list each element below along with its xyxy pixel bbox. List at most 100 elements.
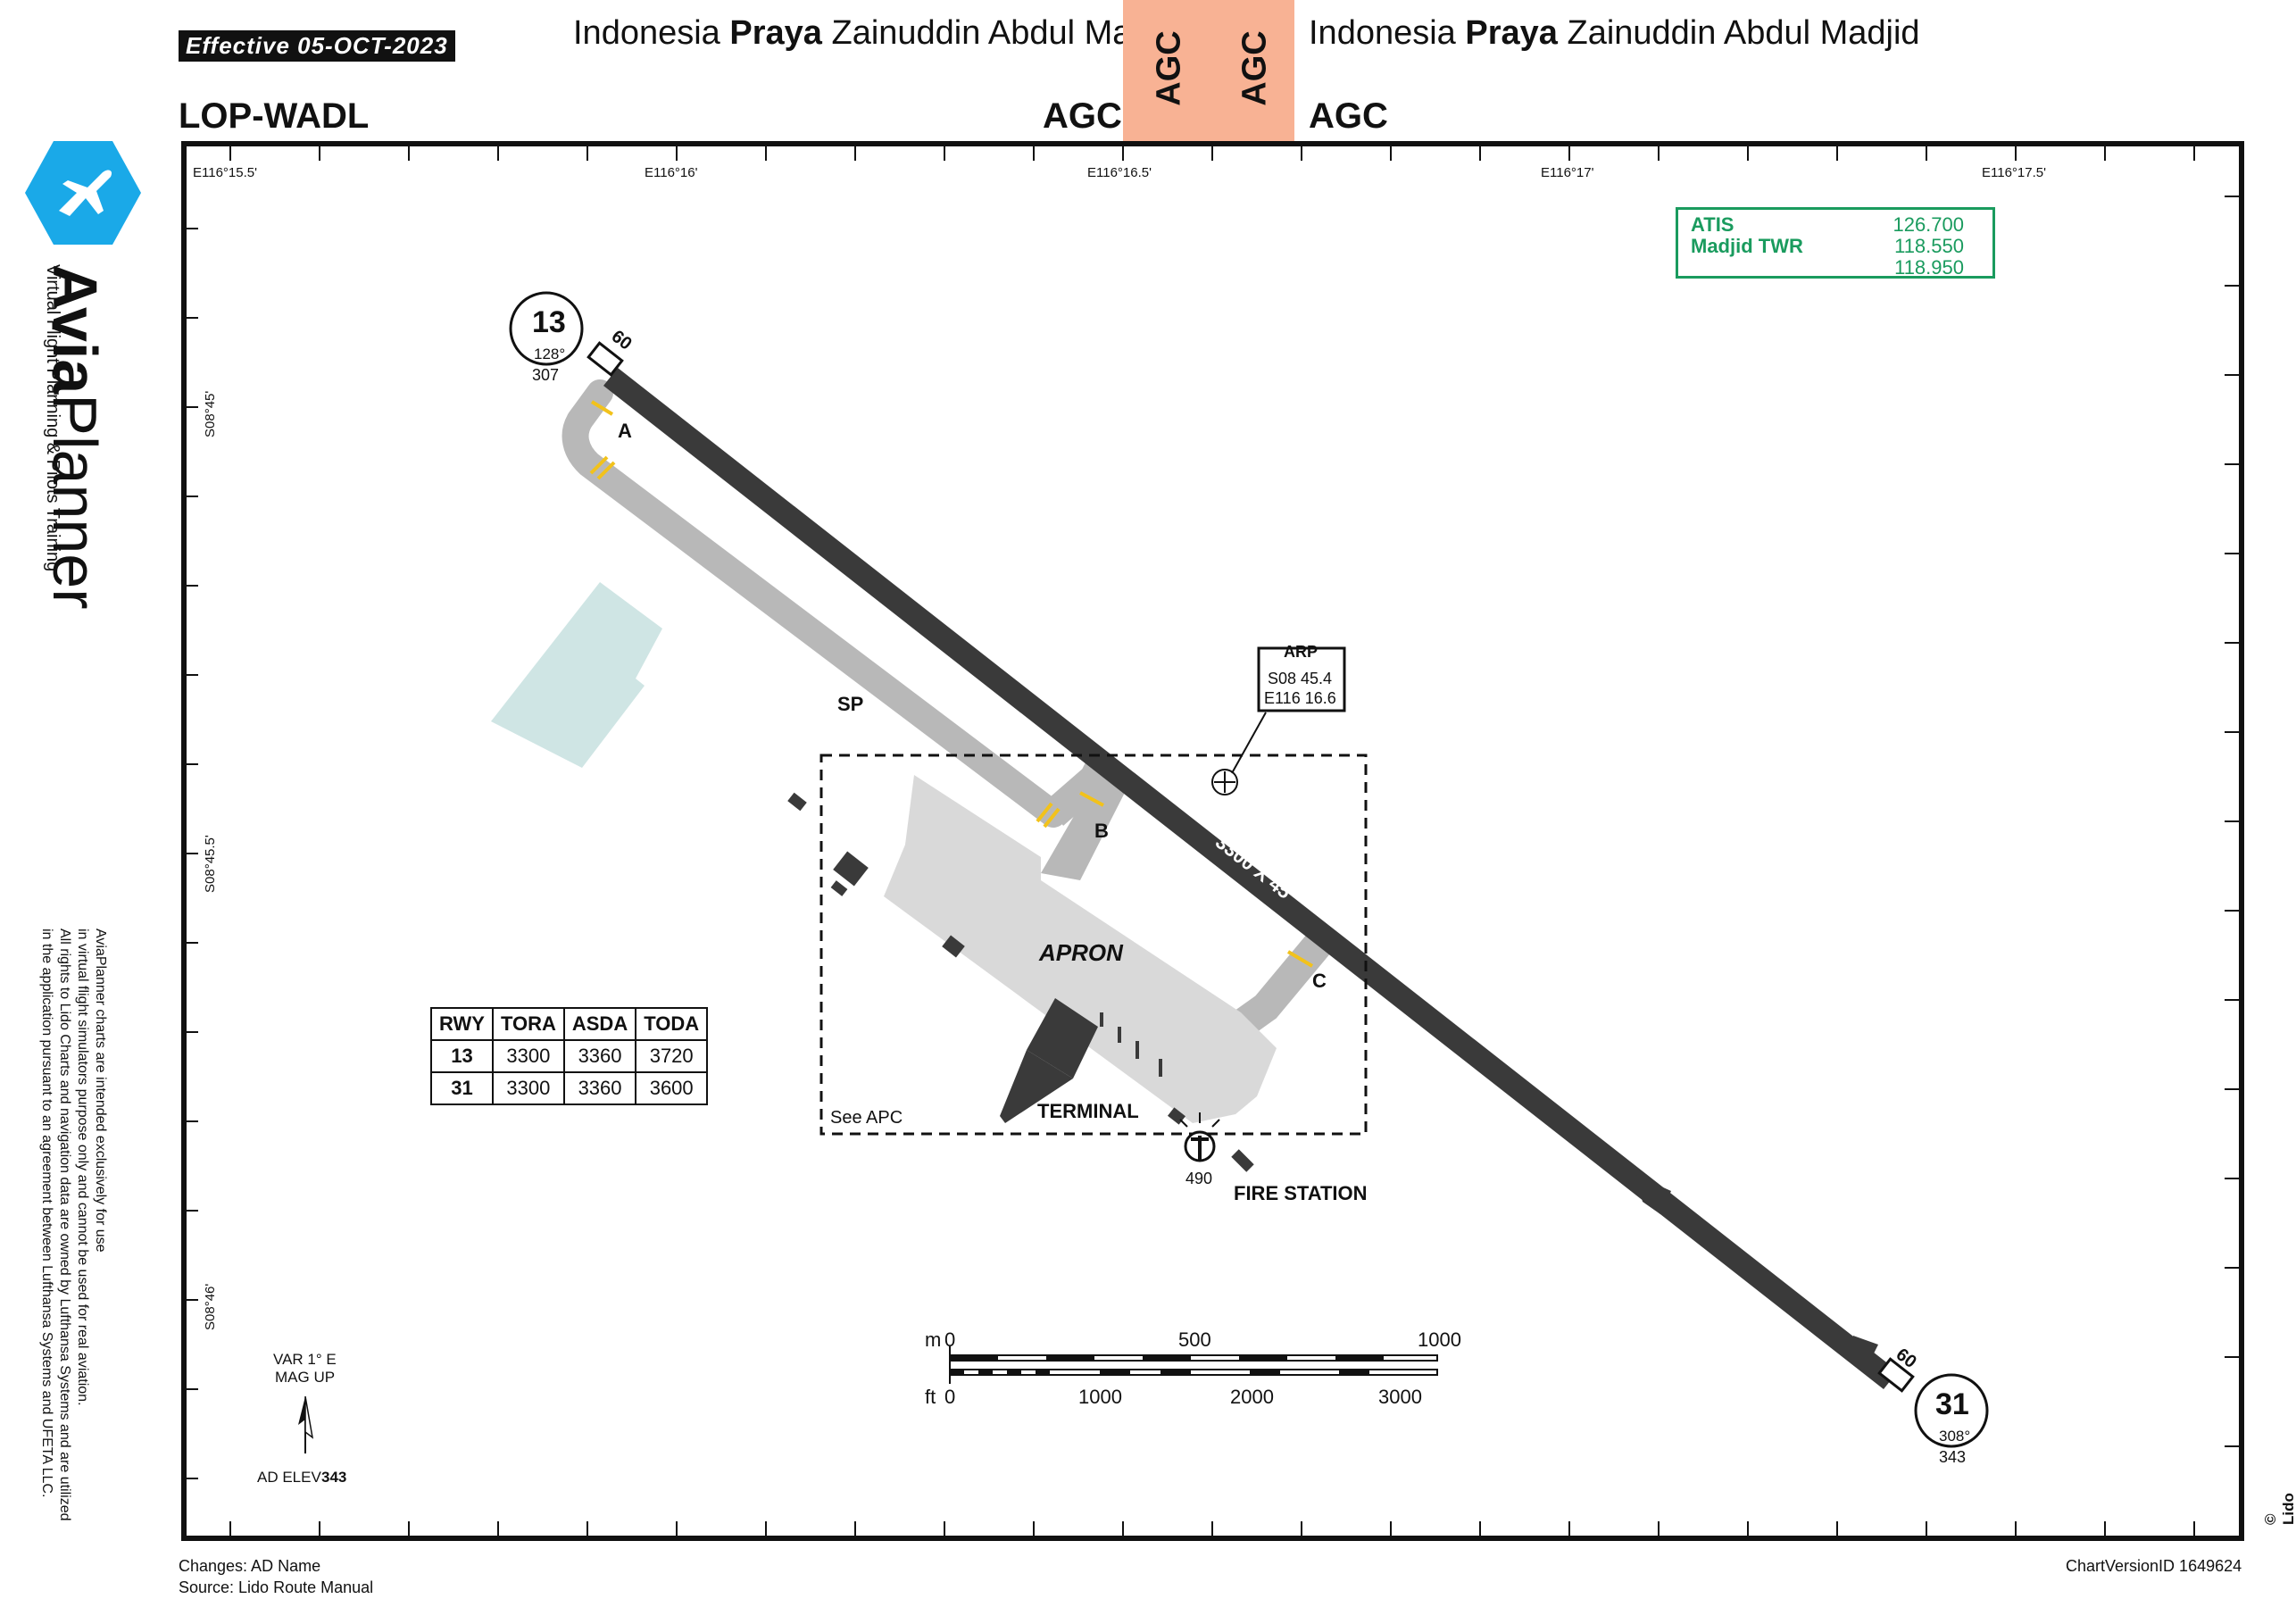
scale-m-tick: 1000 bbox=[1418, 1328, 1461, 1351]
scale-m-tick: 500 bbox=[1178, 1328, 1211, 1351]
icao-code: LOP-WADL bbox=[179, 96, 370, 136]
freq-name: ATIS bbox=[1691, 213, 1734, 236]
taxiway-a-label: A bbox=[618, 420, 632, 442]
table-row: 31 3300 3360 3600 bbox=[430, 1071, 709, 1105]
city-name: Praya bbox=[729, 14, 822, 52]
taxiway-b-fillet bbox=[1041, 759, 1132, 880]
apron-area bbox=[884, 775, 1277, 1123]
table-cell: 3600 bbox=[635, 1071, 709, 1105]
effective-date: Effective 05-OCT-2023 bbox=[179, 30, 455, 62]
buildings bbox=[787, 792, 1254, 1172]
freq-value: 126.700 bbox=[1893, 213, 1964, 236]
lon-label: E116°15.5' bbox=[193, 165, 257, 180]
lon-label: E116°16' bbox=[645, 165, 698, 180]
runway-number-31: 31 bbox=[1935, 1387, 1969, 1421]
terminal-label: TERMINAL bbox=[1037, 1100, 1139, 1122]
freq-name: Madjid TWR bbox=[1691, 235, 1803, 257]
taxiway-sp bbox=[562, 379, 1067, 828]
freq-value: 118.550 bbox=[1894, 235, 1964, 257]
runway-elev-31: 343 bbox=[1939, 1448, 1966, 1466]
fire-station-label: FIRE STATION bbox=[1234, 1182, 1368, 1204]
taxiway-sp-label: SP bbox=[837, 693, 863, 715]
threshold-box-13 bbox=[586, 341, 624, 377]
scale-m-tick: 0 bbox=[944, 1328, 955, 1351]
tower-height: 490 bbox=[1185, 1170, 1212, 1187]
scale-ft-tick: 1000 bbox=[1078, 1386, 1122, 1408]
lon-label: E116°17' bbox=[1541, 165, 1594, 180]
scale-ft-tick: 0 bbox=[944, 1386, 955, 1408]
table-cell: 3300 bbox=[491, 1071, 565, 1105]
runway-turnpad bbox=[1635, 1175, 1671, 1214]
runway-end-13-circle bbox=[509, 291, 584, 366]
control-tower-icon bbox=[1179, 1112, 1220, 1162]
airport-name-right: Indonesia Praya Zainuddin Abdul Madjid bbox=[1309, 14, 1920, 53]
changes-note: Changes: AD Name bbox=[179, 1557, 321, 1575]
lat-label: S08°46' bbox=[203, 1284, 218, 1330]
chart-type-tab: AGC AGC bbox=[1123, 0, 1294, 141]
lon-label: E116°17.5' bbox=[1982, 165, 2046, 180]
threshold-label-13: 60 bbox=[608, 327, 636, 354]
ad-elev-value: 343 bbox=[321, 1469, 346, 1486]
table-cell: 3300 bbox=[491, 1039, 565, 1073]
table-header: ASDA bbox=[562, 1007, 637, 1041]
table-cell: 3720 bbox=[635, 1039, 709, 1073]
arp-lat: S08 45.4 bbox=[1268, 670, 1332, 687]
scale-ft-unit: ft bbox=[925, 1386, 936, 1408]
source-note: Source: Lido Route Manual bbox=[179, 1578, 374, 1596]
chart-code-left: AGC bbox=[1043, 96, 1122, 136]
runway-end-31-circle bbox=[1914, 1373, 1989, 1448]
lon-label: E116°16.5' bbox=[1087, 165, 1152, 180]
runway-bearing-13: 128° bbox=[534, 346, 565, 362]
declared-distances-table: RWY TORA ASDA TODA 13 3300 3360 3720 31 … bbox=[430, 1007, 709, 1105]
scale-m-unit: m bbox=[925, 1328, 941, 1351]
table-header-row: RWY TORA ASDA TODA bbox=[430, 1007, 709, 1041]
table-header: RWY bbox=[430, 1007, 494, 1041]
chart-version: ChartVersionID 1649624 bbox=[2066, 1557, 2242, 1575]
country-name: Indonesia bbox=[573, 14, 720, 52]
copyright: © Lido 2023 bbox=[2262, 1493, 2296, 1525]
taxiway-c-label: C bbox=[1312, 970, 1327, 992]
arp-icon bbox=[1211, 712, 1267, 795]
holding-points bbox=[589, 400, 1314, 968]
plane-hexagon-icon bbox=[25, 141, 141, 245]
table-cell: 3360 bbox=[562, 1071, 637, 1105]
see-apc-label: See APC bbox=[830, 1108, 903, 1128]
runway-13-31 bbox=[603, 368, 1898, 1389]
runway-bearing-31: 308° bbox=[1939, 1428, 1970, 1445]
apron-label: APRON bbox=[1038, 939, 1124, 966]
runway-elev-13: 307 bbox=[532, 366, 559, 384]
tick-marks bbox=[187, 146, 2239, 1536]
country-name: Indonesia bbox=[1309, 14, 1456, 52]
taxiway-c bbox=[1232, 922, 1341, 1037]
table-header: TODA bbox=[635, 1007, 709, 1041]
lat-label: S08°45.5' bbox=[203, 835, 218, 893]
freq-value: 118.950 bbox=[1894, 256, 1964, 279]
table-cell: 13 bbox=[430, 1039, 494, 1073]
arp-box bbox=[1257, 646, 1346, 712]
table-cell: 31 bbox=[430, 1071, 494, 1105]
lat-label: S08°45' bbox=[203, 391, 218, 437]
table-cell: 3360 bbox=[562, 1039, 637, 1073]
chart-code-right: AGC bbox=[1309, 96, 1388, 136]
table-row: 13 3300 3360 3720 bbox=[430, 1039, 709, 1073]
threshold-box-31 bbox=[1877, 1357, 1915, 1393]
scale-bar bbox=[949, 1346, 1438, 1384]
ad-elev-label: AD ELEV bbox=[257, 1469, 321, 1486]
mag-up: MAG UP bbox=[275, 1369, 335, 1386]
scale-ft-tick: 2000 bbox=[1230, 1386, 1274, 1408]
mag-north-arrow bbox=[298, 1395, 314, 1453]
mag-var: VAR 1° E bbox=[273, 1351, 337, 1368]
chart-frame bbox=[181, 141, 2244, 1541]
jet-bridges bbox=[1100, 1012, 1162, 1077]
arp-lon: E116 16.6 bbox=[1264, 689, 1336, 707]
apc-area bbox=[819, 754, 1368, 1136]
arp-title: ARP bbox=[1284, 643, 1318, 661]
runway-turnpad bbox=[1850, 1336, 1878, 1366]
runway-number-13: 13 bbox=[532, 305, 566, 339]
scale-ft-tick: 3000 bbox=[1378, 1386, 1422, 1408]
table-header: TORA bbox=[491, 1007, 565, 1041]
airport-name: Zainuddin Abdul Madjid bbox=[1567, 14, 1920, 52]
city-name: Praya bbox=[1465, 14, 1558, 52]
taxiway-b-label: B bbox=[1094, 820, 1109, 842]
